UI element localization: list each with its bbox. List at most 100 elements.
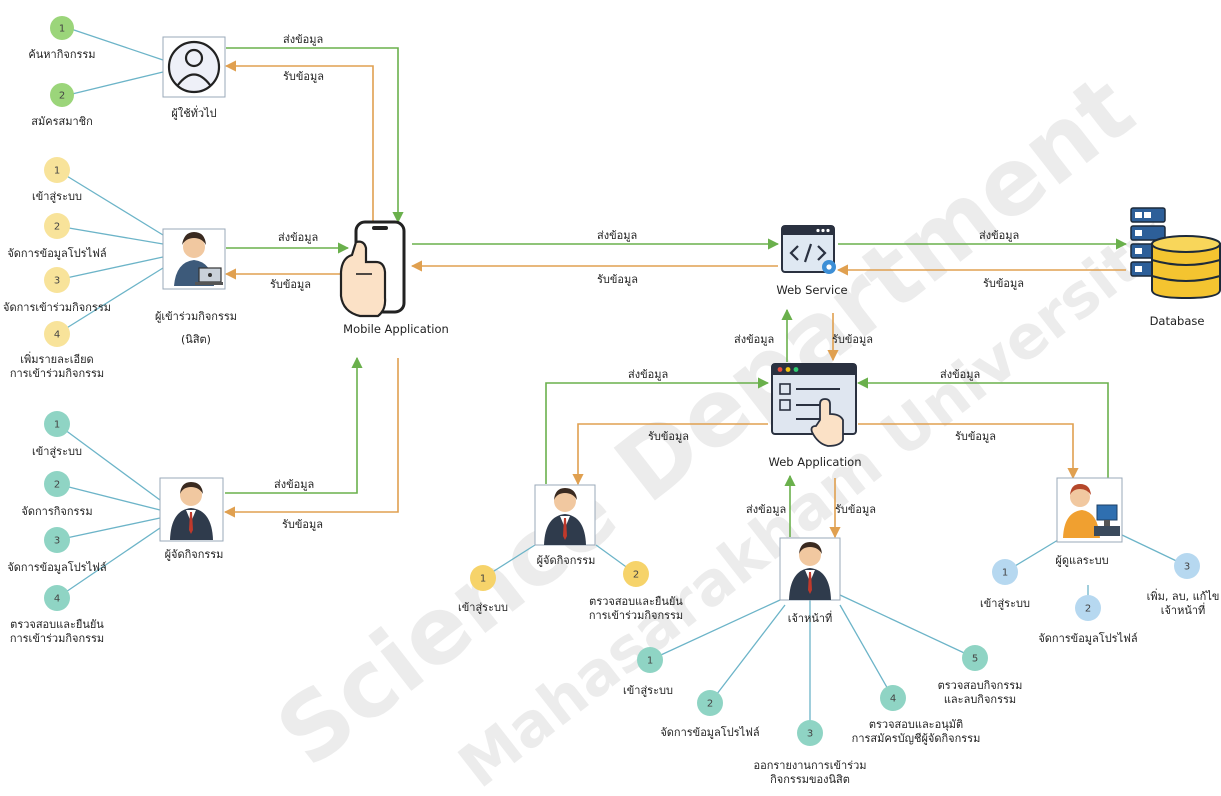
function-number-circle bbox=[44, 585, 70, 611]
flow-labels: ส่งข้อมูล รับข้อมูล ส่งข้อมูล รับข้อมูล … bbox=[270, 33, 1024, 531]
function-node-participant-1: 1เข้าสู่ระบบ bbox=[32, 157, 82, 203]
function-number-circle bbox=[50, 16, 74, 40]
flow-label: รับข้อมูล bbox=[835, 503, 876, 516]
function-number-circle bbox=[44, 527, 70, 553]
user-icon bbox=[167, 40, 221, 94]
businessman-icon bbox=[789, 542, 831, 600]
flow-label: รับข้อมูล bbox=[955, 430, 996, 443]
system-label: Web Application bbox=[769, 455, 862, 469]
actor-label: (นิสิต) bbox=[181, 333, 211, 346]
function-number-circle bbox=[44, 411, 70, 437]
function-label: ตรวจสอบและยืนยัน bbox=[10, 618, 104, 631]
function-number-circle bbox=[44, 471, 70, 497]
function-number-circle bbox=[697, 690, 723, 716]
function-label: เข้าสู่ระบบ bbox=[32, 445, 82, 458]
flow-label: ส่งข้อมูล bbox=[274, 478, 314, 491]
function-label: จัดการข้อมูลโปรไฟล์ bbox=[7, 246, 106, 260]
actor-label: ผู้ใช้ทั่วไป bbox=[171, 105, 216, 120]
function-label: ตรวจสอบและยืนยัน bbox=[589, 595, 683, 608]
function-label: จัดการข้อมูลโปรไฟล์ bbox=[660, 725, 759, 739]
function-number: 1 bbox=[1002, 568, 1008, 579]
actor-label: ผู้จัดกิจกรรม bbox=[165, 548, 224, 561]
function-number: 2 bbox=[633, 570, 639, 581]
admin-computer-icon bbox=[1063, 484, 1120, 538]
function-number: 4 bbox=[890, 694, 896, 705]
function-number-circle bbox=[44, 213, 70, 239]
function-label: จัดการข้อมูลโปรไฟล์ bbox=[7, 560, 106, 574]
flow-label: รับข้อมูล bbox=[283, 70, 324, 83]
actor-label: ผู้เข้าร่วมกิจกรรม bbox=[155, 310, 237, 323]
actor-label: ผู้ดูแลระบบ bbox=[1055, 554, 1108, 567]
function-number: 3 bbox=[1184, 562, 1190, 573]
actor-general-user: ผู้ใช้ทั่วไป bbox=[162, 36, 226, 120]
function-number-circle bbox=[623, 561, 649, 587]
function-label: เข้าสู่ระบบ bbox=[980, 597, 1030, 610]
function-number: 1 bbox=[54, 420, 60, 431]
function-connectors bbox=[56, 27, 1188, 733]
function-node-admin-2: 2จัดการข้อมูลโปรไฟล์ bbox=[1038, 595, 1138, 645]
system-web-service: Web Service bbox=[776, 225, 848, 297]
function-node-officer-1: 1เข้าสู่ระบบ bbox=[623, 647, 673, 697]
actor-participant: ผู้เข้าร่วมกิจกรรม (นิสิต) bbox=[155, 228, 237, 346]
function-node-organizer-1: 1 เข้าสู่ระบบ bbox=[32, 411, 82, 458]
function-number-circle bbox=[50, 83, 74, 107]
function-number-circle bbox=[962, 645, 988, 671]
flow-label: รับข้อมูล bbox=[270, 278, 311, 291]
function-label: และลบกิจกรรม bbox=[944, 693, 1016, 706]
function-number-circle bbox=[1174, 553, 1200, 579]
function-number-circle bbox=[44, 321, 70, 347]
function-number: 2 bbox=[54, 222, 60, 233]
function-number: 3 bbox=[54, 276, 60, 287]
function-number-circle bbox=[797, 720, 823, 746]
function-number: 3 bbox=[54, 536, 60, 547]
function-label: เพิ่มรายละเอียด bbox=[20, 351, 93, 366]
flow-label: ส่งข้อมูล bbox=[979, 229, 1019, 242]
server-database-icon bbox=[1130, 207, 1221, 300]
function-label: กิจกรรมของนิสิต bbox=[770, 773, 850, 786]
function-node-organizer-3: 3 จัดการข้อมูลโปรไฟล์ bbox=[7, 527, 107, 574]
function-number: 2 bbox=[59, 91, 65, 102]
actor-admin: ผู้ดูแลระบบ bbox=[1055, 477, 1123, 567]
web-checklist-icon bbox=[771, 363, 857, 447]
function-label: ออกรายงานการเข้าร่วม bbox=[753, 759, 866, 772]
actor-organizer-web: ผู้จัดกิจกรรม bbox=[534, 484, 596, 567]
watermark: Science Department Mahasarakham Universi… bbox=[258, 55, 1184, 796]
watermark-line1: Science Department bbox=[258, 55, 1154, 788]
system-web-application: Web Application bbox=[769, 363, 862, 469]
function-number: 1 bbox=[59, 24, 65, 35]
function-node-officer-4: 4ตรวจสอบและอนุมัติการสมัครบัญชีผู้จัดกิจ… bbox=[852, 685, 980, 745]
function-number-circle bbox=[44, 267, 70, 293]
function-number: 1 bbox=[480, 574, 486, 585]
function-number-circle bbox=[470, 565, 496, 591]
flow-label: รับข้อมูล bbox=[648, 430, 689, 443]
actor-organizer: ผู้จัดกิจกรรม bbox=[159, 477, 224, 561]
function-node-organizer-2: 2 จัดการกิจกรรม bbox=[21, 471, 93, 518]
phone-hand-icon bbox=[339, 220, 406, 318]
function-label: จัดการเข้าร่วมกิจกรรม bbox=[3, 301, 111, 314]
student-laptop-icon bbox=[174, 232, 223, 286]
code-window-icon bbox=[781, 225, 836, 274]
function-label: การเข้าร่วมกิจกรรม bbox=[10, 367, 104, 380]
function-number: 2 bbox=[1085, 604, 1091, 615]
function-node-officer-3: 3 ออกรายงานการเข้าร่วมกิจกรรมของนิสิต bbox=[753, 720, 867, 786]
function-number: 5 bbox=[972, 654, 978, 665]
function-label: สมัครสมาชิก bbox=[31, 115, 93, 128]
function-number: 4 bbox=[54, 594, 60, 605]
function-number: 2 bbox=[54, 480, 60, 491]
function-number-circle bbox=[637, 647, 663, 673]
function-number-circle bbox=[992, 559, 1018, 585]
flow-label: ส่งข้อมูล bbox=[283, 33, 323, 46]
function-number: 2 bbox=[707, 699, 713, 710]
system-label: Web Service bbox=[776, 283, 847, 297]
function-label: จัดการกิจกรรม bbox=[21, 505, 92, 518]
flow-label: ส่งข้อมูล bbox=[940, 368, 980, 381]
function-label: ตรวจสอบและอนุมัติ bbox=[869, 718, 963, 731]
function-label: ตรวจสอบกิจกรรม bbox=[938, 679, 1023, 692]
function-number: 3 bbox=[807, 729, 813, 740]
function-number: 1 bbox=[54, 166, 60, 177]
function-node-general-user-2: 2 สมัครสมาชิก bbox=[31, 83, 93, 128]
